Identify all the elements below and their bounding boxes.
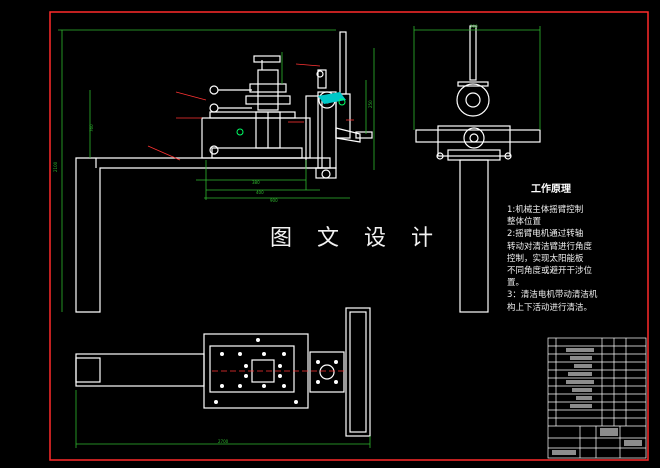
sheet-border: [49, 11, 649, 461]
svg-text:900: 900: [270, 198, 278, 203]
svg-text:200: 200: [470, 24, 478, 29]
note-line: 置。: [507, 278, 525, 289]
svg-text:250: 250: [368, 100, 373, 108]
side-view: [415, 25, 541, 313]
notes-title: 工作原理: [531, 184, 571, 195]
note-line: 2:摇臂电机通过转轴: [507, 229, 584, 240]
working-principle-notes: 1:机械主体摇臂控制 整体位置 2:摇臂电机通过转轴 转动对清洁臂进行角度 控制…: [507, 204, 597, 314]
front-view-dimensions: [58, 29, 375, 312]
top-view: [75, 307, 371, 437]
svg-text:2100: 2100: [53, 161, 58, 172]
note-line: 不同角度或避开干涉位: [507, 265, 593, 276]
note-line: 整体位置: [507, 217, 542, 228]
watermark: 图 文 设 计: [270, 226, 442, 251]
svg-text:380: 380: [252, 180, 260, 185]
note-line: 3：清洁电机带动清洁机: [507, 290, 598, 301]
svg-text:400: 400: [256, 190, 264, 195]
note-line: 构上下活动进行清洁。: [507, 302, 593, 313]
svg-text:760: 760: [89, 124, 94, 132]
title-block: [547, 337, 647, 459]
note-line: 转动对清洁臂进行角度: [507, 241, 593, 252]
svg-text:2700: 2700: [218, 439, 229, 444]
note-line: 1:机械主体摇臂控制: [507, 205, 584, 215]
front-view: [75, 31, 373, 313]
note-line: 控制，实现太阳能板: [507, 253, 584, 264]
